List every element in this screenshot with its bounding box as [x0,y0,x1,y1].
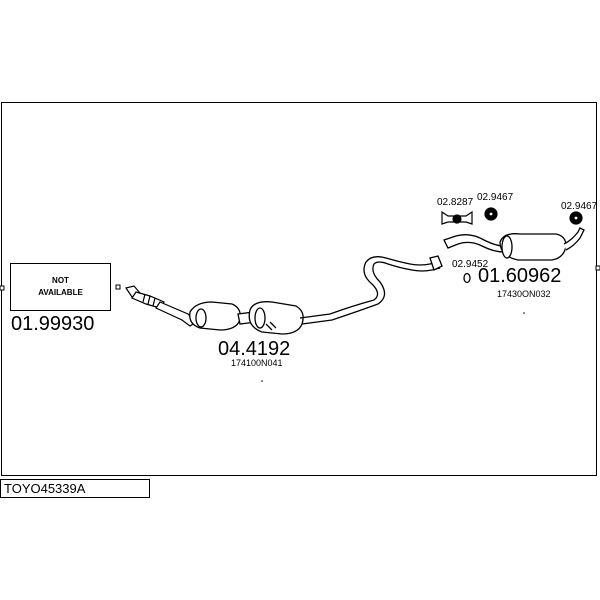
hanger-02-8287-icon [441,210,473,225]
reference-label: TOYO45339A [0,479,150,498]
edge-marker-left [0,285,5,291]
rear-muffler [499,227,585,261]
rubber-mount-02-9467-icon [484,207,498,221]
oe-number-01-60962: 17430ON032 [497,289,551,299]
part-code-02-9452: 02.9452 [452,259,489,270]
not-available-line2: AVAILABLE [38,288,83,297]
manifold-flange [115,284,121,290]
marker-dot [261,380,263,382]
not-available-box: NOT AVAILABLE [10,263,111,311]
rubber-mount-02-9467-rear-icon [569,211,583,225]
not-available-line1: NOT [52,276,69,285]
edge-marker-right [595,265,600,271]
part-code-02-9467: 02.9467 [477,192,514,203]
part-code-02-9467-rear: 02.9467 [561,201,598,212]
middle-pipe [299,255,443,325]
part-code-04-4192: 04.4192 [218,338,291,360]
rear-pipe [443,234,505,253]
part-code-01-99930: 01.99930 [11,313,95,335]
ring-02-9452-icon [463,272,471,284]
downpipe [125,285,197,327]
part-code-01-60962: 01.60962 [478,265,562,287]
part-code-02-8287: 02.8287 [437,197,474,208]
oe-number-04-4192: 174100N041 [231,358,283,368]
catalytic-converter [189,301,304,335]
marker-dot [523,312,525,314]
